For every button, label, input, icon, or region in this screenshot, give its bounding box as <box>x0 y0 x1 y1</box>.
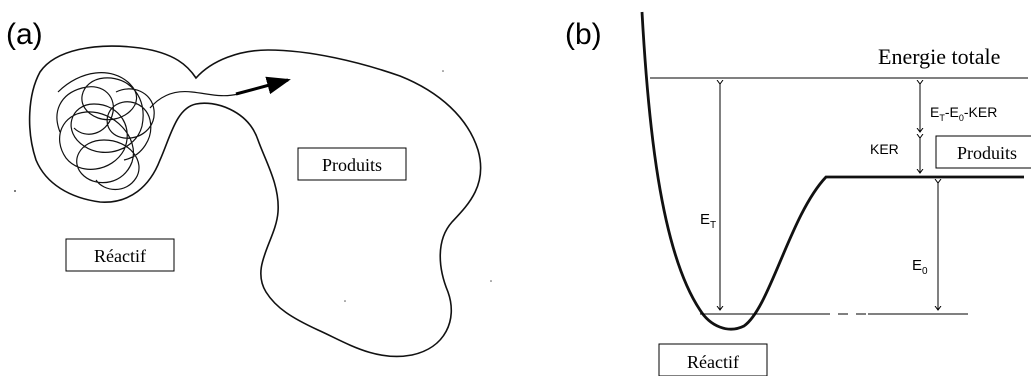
products-label-a: Produits <box>322 155 382 175</box>
energy-surface-contour <box>28 45 482 358</box>
scan-specks <box>14 70 492 302</box>
reactant-label-a: Réactif <box>94 246 146 266</box>
trajectory-path <box>56 72 155 191</box>
panel-a: (a) Produits Réactif <box>6 18 492 358</box>
et-label: ET <box>700 211 716 231</box>
products-box-b <box>935 135 1031 169</box>
potential-curve <box>640 11 1024 331</box>
e0-label: E0 <box>912 257 928 277</box>
trajectory-exit <box>149 90 239 109</box>
excess-energy-label: ET-E0-KER <box>930 104 997 123</box>
ker-label: KER <box>870 141 899 157</box>
reactant-label-b: Réactif <box>687 352 739 372</box>
reactant-box-a <box>65 238 175 272</box>
panel-a-label: (a) <box>6 18 43 51</box>
panel-b: (b) Energie totale ET E0 KER ET-E0-KER P… <box>565 11 1031 376</box>
reactant-box-b <box>658 343 768 376</box>
total-energy-label: Energie totale <box>878 44 1000 69</box>
trajectory-arrow <box>235 76 291 96</box>
products-label-b: Produits <box>957 143 1017 163</box>
products-box-a <box>297 147 407 181</box>
panel-b-label: (b) <box>565 18 602 51</box>
